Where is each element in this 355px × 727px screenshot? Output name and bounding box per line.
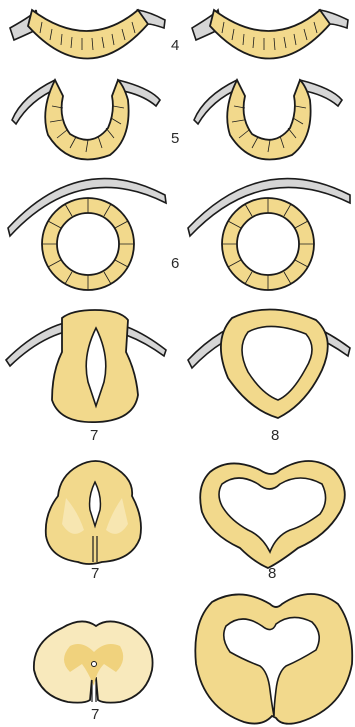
stage-label-5: 5 [171, 131, 179, 146]
spinal-cord-stage7-early [6, 310, 166, 422]
spinal-cord-stage8-mature [195, 594, 352, 724]
stage-label-4: 4 [171, 38, 179, 53]
neural-tube-left [8, 179, 166, 290]
stage-label-7a: 7 [90, 428, 98, 443]
stage-label-8a: 8 [271, 428, 279, 443]
neural-groove-left [12, 80, 160, 160]
stage-label-7c: 7 [91, 707, 99, 722]
neural-plate-left [10, 10, 165, 59]
stage-label-8b: 8 [268, 566, 276, 581]
spinal-cord-stage8-early [188, 309, 350, 418]
stage-label-7b: 7 [91, 566, 99, 581]
neural-groove-right [194, 80, 342, 160]
spinal-cord-stage7-mid [46, 461, 141, 564]
stage-label-6: 6 [171, 256, 179, 271]
spinal-cord-stage7-mature [34, 621, 153, 702]
neural-tube-right [188, 179, 350, 290]
spinal-cord-stage8-mid [200, 461, 345, 568]
neural-plate-right [192, 10, 348, 59]
